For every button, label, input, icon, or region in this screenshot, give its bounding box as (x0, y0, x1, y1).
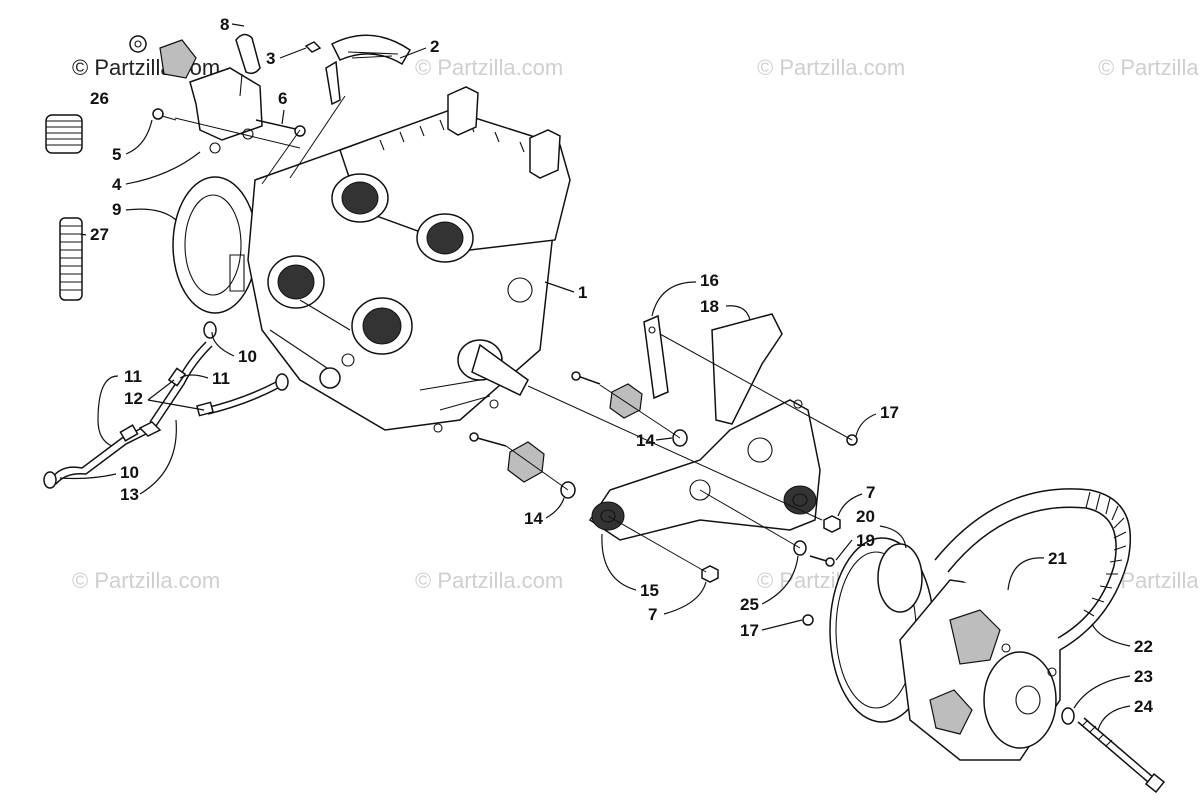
callout-14-upper: 14 (636, 431, 655, 450)
callout-17-lower: 17 (740, 621, 759, 640)
bolt-lower-14 (469, 432, 507, 447)
alignment-lines (174, 95, 853, 573)
callout-16: 16 (700, 271, 719, 290)
callout-3: 3 (266, 49, 275, 68)
watermark-top-center: © Partzilla.com (415, 55, 563, 80)
callout-5: 5 (112, 145, 121, 164)
callout-17-upper: 17 (880, 403, 899, 422)
recoil-handle-2 (325, 34, 411, 106)
callout-21: 21 (1048, 549, 1067, 568)
callout-9: 9 (112, 200, 121, 219)
callout-6: 6 (278, 89, 287, 108)
callout-12: 12 (124, 389, 143, 408)
bolt-19 (809, 555, 835, 567)
callout-23: 23 (1134, 667, 1153, 686)
callout-4: 4 (112, 175, 122, 194)
rubber-mount-upper (609, 383, 643, 419)
nut-top-left (129, 35, 147, 53)
watermark-bottom-center: © Partzilla.com (415, 568, 563, 593)
callout-14-lower: 14 (524, 509, 543, 528)
bolt-upper-14 (571, 371, 601, 385)
bolt-24 (1077, 717, 1166, 794)
watermark-top-edge: © Partzilla.com (1098, 55, 1200, 80)
callout-2: 2 (430, 37, 439, 56)
callout-15: 15 (640, 581, 659, 600)
callout-8: 8 (220, 15, 229, 34)
rubber-mount-lower (507, 441, 545, 483)
spring-26 (45, 114, 83, 154)
drive-clutch-spider-21 (899, 579, 1061, 761)
callout-13: 13 (120, 485, 139, 504)
nut-7-right (823, 515, 841, 533)
callout-19: 19 (856, 531, 875, 550)
spark-plug-clip-8 (235, 33, 261, 97)
watermark-bottom-left: © Partzilla.com (72, 568, 220, 593)
callout-20: 20 (856, 507, 875, 526)
callout-18: 18 (700, 297, 719, 316)
fastener-3 (304, 41, 322, 53)
engine-assembly-1 (172, 86, 571, 433)
spring-27 (59, 217, 83, 301)
bolt-5 (152, 108, 177, 121)
engine-mount-plate-15 (588, 399, 821, 541)
callout-7-right: 7 (866, 483, 875, 502)
plate-18 (711, 313, 783, 425)
callout-11-right: 11 (212, 369, 230, 388)
callout-10-upper: 10 (238, 347, 257, 366)
callout-26: 26 (90, 89, 109, 108)
drive-belt-22 (934, 488, 1132, 651)
callout-25: 25 (740, 595, 759, 614)
callout-10-lower: 10 (120, 463, 139, 482)
washer-23 (1061, 707, 1075, 725)
callout-24: 24 (1134, 697, 1153, 716)
watermark-top-right: © Partzilla.com (757, 55, 905, 80)
callouts: 8 2 3 6 26 5 4 9 27 1 16 18 10 11 11 12 … (59, 15, 1153, 731)
engine-mount-bracket-4 (189, 67, 263, 154)
nut-7-lower (701, 565, 719, 583)
mount-block-top (159, 39, 197, 79)
fuel-line-assembly (43, 321, 289, 489)
callout-11-left: 11 (124, 367, 142, 386)
watermark-top-left: © Partzilla.com (72, 55, 220, 80)
bolt-17-lower (802, 614, 814, 626)
callout-27: 27 (90, 225, 109, 244)
plate-16 (643, 314, 669, 400)
callout-1: 1 (578, 283, 587, 302)
callout-7-lower: 7 (648, 605, 657, 624)
callout-22: 22 (1134, 637, 1153, 656)
